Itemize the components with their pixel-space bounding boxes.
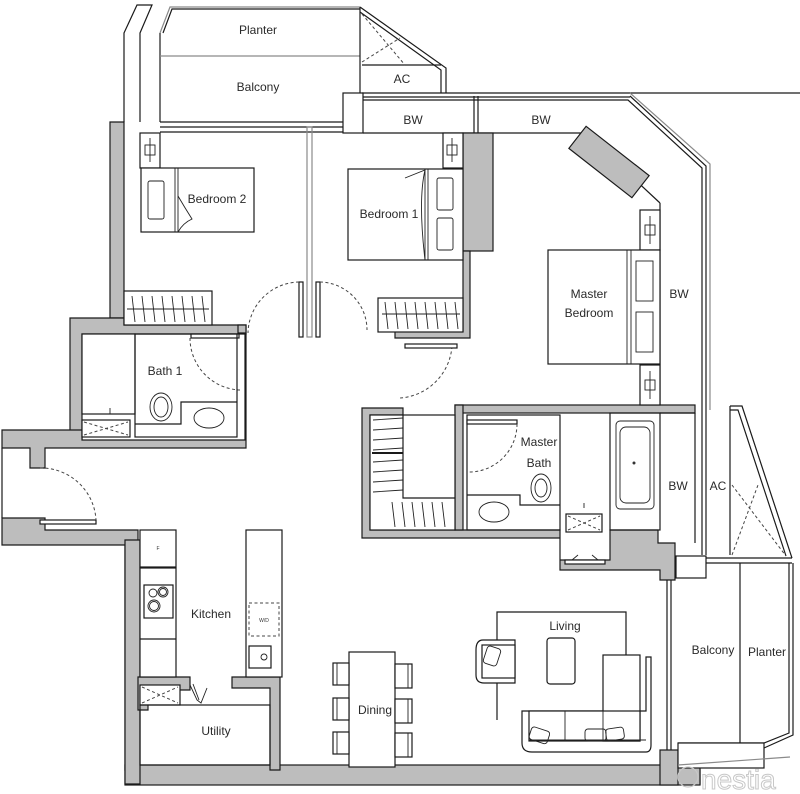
label-bath1: Bath 1 (148, 364, 183, 378)
right-balcony-area: Balcony Planter AC (666, 405, 794, 769)
label-bw-bath: BW (668, 479, 688, 493)
kitchen: F W/D Kitchen (139, 529, 283, 678)
label-living: Living (549, 619, 580, 633)
watermark-text: nestia (701, 764, 776, 794)
bedroom-2: Bedroom 2 (123, 132, 255, 326)
bedroom-doors (189, 126, 458, 399)
dining-table (348, 651, 396, 768)
label-bw-top-right: BW (531, 113, 551, 127)
label-ac-top: AC (394, 72, 411, 86)
label-bedroom2: Bedroom 2 (188, 192, 247, 206)
wardrobe (123, 290, 213, 326)
label-planter-right: Planter (748, 645, 786, 659)
bed (547, 249, 661, 365)
label-kitchen: Kitchen (191, 607, 231, 621)
label-ac-right: AC (710, 479, 727, 493)
label-master-bedroom-1: Master (571, 287, 608, 301)
label-dining: Dining (358, 703, 392, 717)
label-bedroom1: Bedroom 1 (360, 207, 419, 221)
label-bw-top-left: BW (403, 113, 423, 127)
label-bw-master: BW (669, 287, 689, 301)
label-master-bath-1: Master (521, 435, 558, 449)
label-washer-dryer: W/D (259, 618, 269, 624)
watermark: nestia (677, 764, 777, 794)
utility: Utility (139, 683, 271, 766)
entrance-door (1, 448, 97, 525)
bedroom-1: Bedroom 1 (347, 132, 464, 333)
label-fridge: F (156, 546, 159, 552)
master-bath: Master Bath BW (369, 412, 696, 565)
label-planter-top: Planter (239, 23, 277, 37)
wardrobe (377, 297, 464, 333)
master-bedroom: Master Bedroom BW (547, 203, 689, 406)
coffee-table (546, 637, 576, 685)
top-balcony-area: Planter Balcony AC (123, 4, 800, 134)
living: Living (475, 611, 652, 753)
label-balcony-right: Balcony (692, 643, 735, 657)
label-master-bedroom-2: Bedroom (565, 306, 614, 320)
bed (347, 168, 464, 261)
dining: Dining (332, 651, 413, 768)
label-master-bath-2: Bath (527, 456, 552, 470)
label-balcony-top: Balcony (237, 80, 280, 94)
bath-1: Bath 1 (81, 333, 238, 438)
bed (140, 167, 255, 233)
label-utility: Utility (201, 724, 230, 738)
